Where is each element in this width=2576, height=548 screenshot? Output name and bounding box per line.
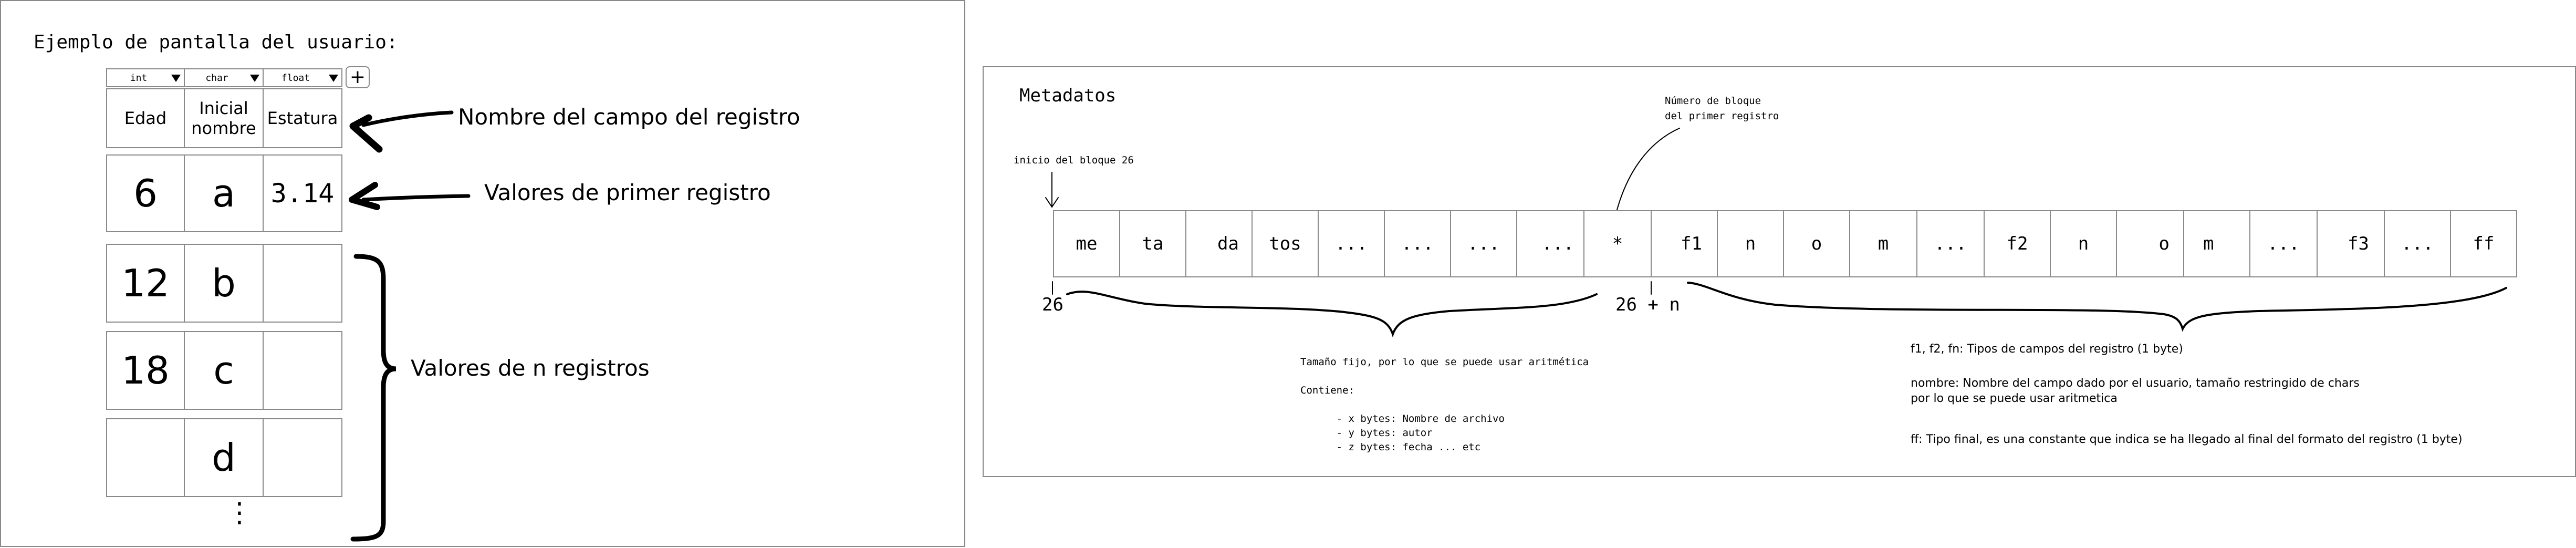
record-format-cell: o: [2116, 210, 2184, 277]
block-start-label: inicio del bloque 26: [1014, 154, 1134, 166]
record-cell[interactable]: b: [184, 244, 264, 323]
brace-icon: [350, 254, 397, 542]
type-select-float[interactable]: float: [263, 68, 342, 87]
brace-records-icon: [1687, 282, 2507, 332]
label-first-values: Valores de primer registro: [484, 180, 771, 205]
record-format-cell: ...: [1916, 210, 1985, 277]
record-format-cell: ff: [2450, 210, 2517, 277]
field-name-cell[interactable]: Inicial nombre: [184, 88, 264, 148]
record-format-cell: ...: [2249, 210, 2318, 277]
offset-26: 26: [1042, 294, 1063, 315]
record-format-cell: m: [1849, 210, 1917, 277]
final-type-note: ff: Tipo final, es una constante que ind…: [1911, 433, 2463, 446]
record-format-cell: n: [1717, 210, 1784, 277]
chevron-down-icon: [171, 75, 181, 82]
label-field-name: Nombre del campo del registro: [458, 104, 800, 130]
block-number-label: Número de bloque del primer registro: [1665, 95, 1779, 122]
first-record-cell[interactable]: a: [184, 154, 264, 232]
type-select-int-label: int: [130, 72, 148, 84]
user-screen-title: Ejemplo de pantalla del usuario:: [34, 32, 398, 53]
record-cell[interactable]: [263, 418, 342, 497]
arrow-first-record-icon: [349, 182, 471, 210]
add-field-button[interactable]: +: [346, 66, 370, 88]
metadata-cell: da: [1185, 210, 1253, 277]
more-rows-ellipsis: ⋮: [226, 497, 253, 529]
first-record-cell[interactable]: 3.14: [263, 154, 342, 232]
user-screen-panel: Ejemplo de pantalla del usuario: int cha…: [0, 0, 965, 547]
chevron-down-icon: [329, 75, 338, 82]
record-cell[interactable]: [263, 331, 342, 410]
record-format-cell: ...: [2384, 210, 2451, 277]
label-n-values: Valores de n registros: [411, 355, 650, 381]
metadata-title: Metadatos: [1019, 85, 1117, 106]
record-format-cell: f3: [2317, 210, 2385, 277]
record-format-cell: m: [2183, 210, 2250, 277]
block-start-arrow-icon: [1045, 172, 1059, 208]
chevron-down-icon: [250, 75, 259, 82]
type-select-float-label: float: [281, 72, 310, 84]
metadata-cell: ...: [1450, 210, 1517, 277]
field-name-cell[interactable]: Edad: [106, 88, 185, 148]
field-name-cell[interactable]: Estatura: [263, 88, 342, 148]
record-format-cell: f2: [1984, 210, 2051, 277]
record-format-cell: o: [1783, 210, 1850, 277]
metadata-cell: me: [1053, 210, 1120, 277]
field-name-note: nombre: Nombre del campo dado por el usu…: [1911, 377, 2360, 405]
metadata-cell: ta: [1119, 210, 1186, 277]
metadata-cell: ...: [1318, 210, 1385, 277]
record-cell[interactable]: 18: [106, 331, 185, 410]
block-number-cell: *: [1583, 210, 1652, 277]
record-cell[interactable]: d: [184, 418, 264, 497]
metadata-cell: tos: [1252, 210, 1319, 277]
metadata-fixed-size-note: Tamaño fijo, por lo que se puede usar ar…: [1300, 356, 1589, 453]
type-select-int[interactable]: int: [106, 68, 185, 87]
field-types-note: f1, f2, fn: Tipos de campos del registro…: [1911, 343, 2183, 356]
record-format-cell: n: [2050, 210, 2117, 277]
arrow-field-name-icon: [349, 110, 454, 153]
record-format-cell: f1: [1651, 210, 1718, 277]
record-cell[interactable]: 12: [106, 244, 185, 323]
record-cell[interactable]: [263, 244, 342, 323]
metadata-cell: ...: [1384, 210, 1451, 277]
annotation-arrows: [349, 110, 471, 542]
first-record-cell[interactable]: 6: [106, 154, 185, 232]
type-select-char[interactable]: char: [184, 68, 264, 87]
brace-metadata-icon: [1066, 291, 1598, 338]
type-select-char-label: char: [205, 72, 228, 84]
metadata-cell: ...: [1516, 210, 1584, 277]
record-cell[interactable]: c: [184, 331, 264, 410]
offset-26-plus-n: 26 + n: [1615, 294, 1680, 315]
